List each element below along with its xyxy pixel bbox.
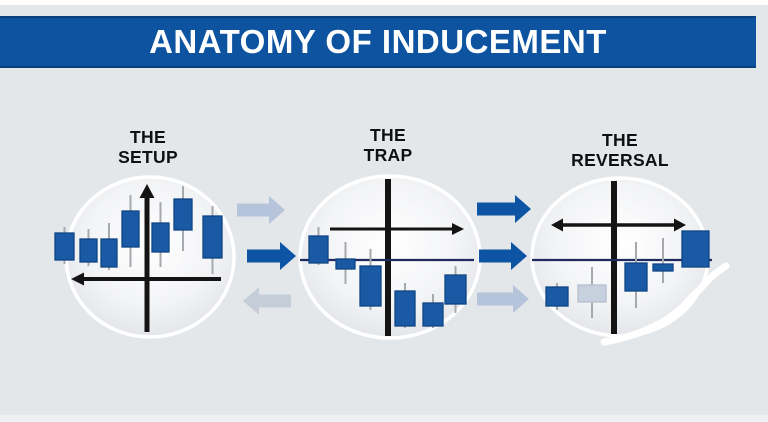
candle-setup	[151, 222, 170, 253]
flow-arrow-right-icon	[477, 285, 529, 313]
candle-setup	[54, 232, 75, 261]
candle-reversal	[577, 284, 607, 303]
candle-reversal	[545, 286, 569, 307]
candle-trap	[335, 258, 356, 270]
candle-setup	[121, 210, 140, 248]
candle-trap	[359, 265, 382, 307]
title-banner: ANATOMY OF INDUCEMENT	[0, 16, 756, 68]
flow-arrow-right-icon	[477, 195, 531, 223]
candle-reversal	[624, 262, 648, 292]
candle-reversal	[652, 263, 674, 272]
flow-arrow-right-icon	[247, 242, 296, 270]
panel-title-trap: THE TRAP	[364, 125, 413, 165]
candle-trap	[394, 290, 416, 327]
axis-arrowhead-icon	[674, 218, 686, 232]
bottom-strip	[0, 415, 768, 422]
candle-trap	[422, 302, 444, 327]
axis-arrowhead-icon	[551, 218, 563, 232]
candle-setup	[202, 215, 223, 259]
panel-title-reversal: THE REVERSAL	[571, 130, 669, 170]
candle-setup	[79, 238, 98, 263]
candle-reversal	[681, 230, 710, 268]
flow-arrow-left-icon	[243, 287, 291, 315]
axis-arrowhead-icon	[452, 223, 464, 235]
page-title: ANATOMY OF INDUCEMENT	[149, 23, 607, 60]
axis-arrowhead-icon	[139, 184, 155, 198]
panel-title-line: REVERSAL	[571, 150, 669, 170]
candle-setup	[100, 238, 118, 268]
candle-trap	[308, 235, 329, 264]
panel-title-line: SETUP	[118, 147, 178, 167]
candle-setup	[173, 198, 193, 231]
axis-arrowhead-icon	[71, 272, 84, 286]
panel-title-line: THE	[602, 130, 638, 150]
top-strip	[0, 0, 768, 5]
flow-arrow-right-icon	[479, 242, 527, 270]
panel-title-line: THE	[370, 125, 406, 145]
candle-trap	[444, 274, 467, 305]
panel-title-setup: THE SETUP	[118, 127, 178, 167]
flow-arrow-right-icon	[237, 196, 285, 224]
panel-title-line: TRAP	[363, 145, 413, 165]
swoosh-line	[600, 262, 730, 346]
panel-title-line: THE	[130, 127, 166, 147]
